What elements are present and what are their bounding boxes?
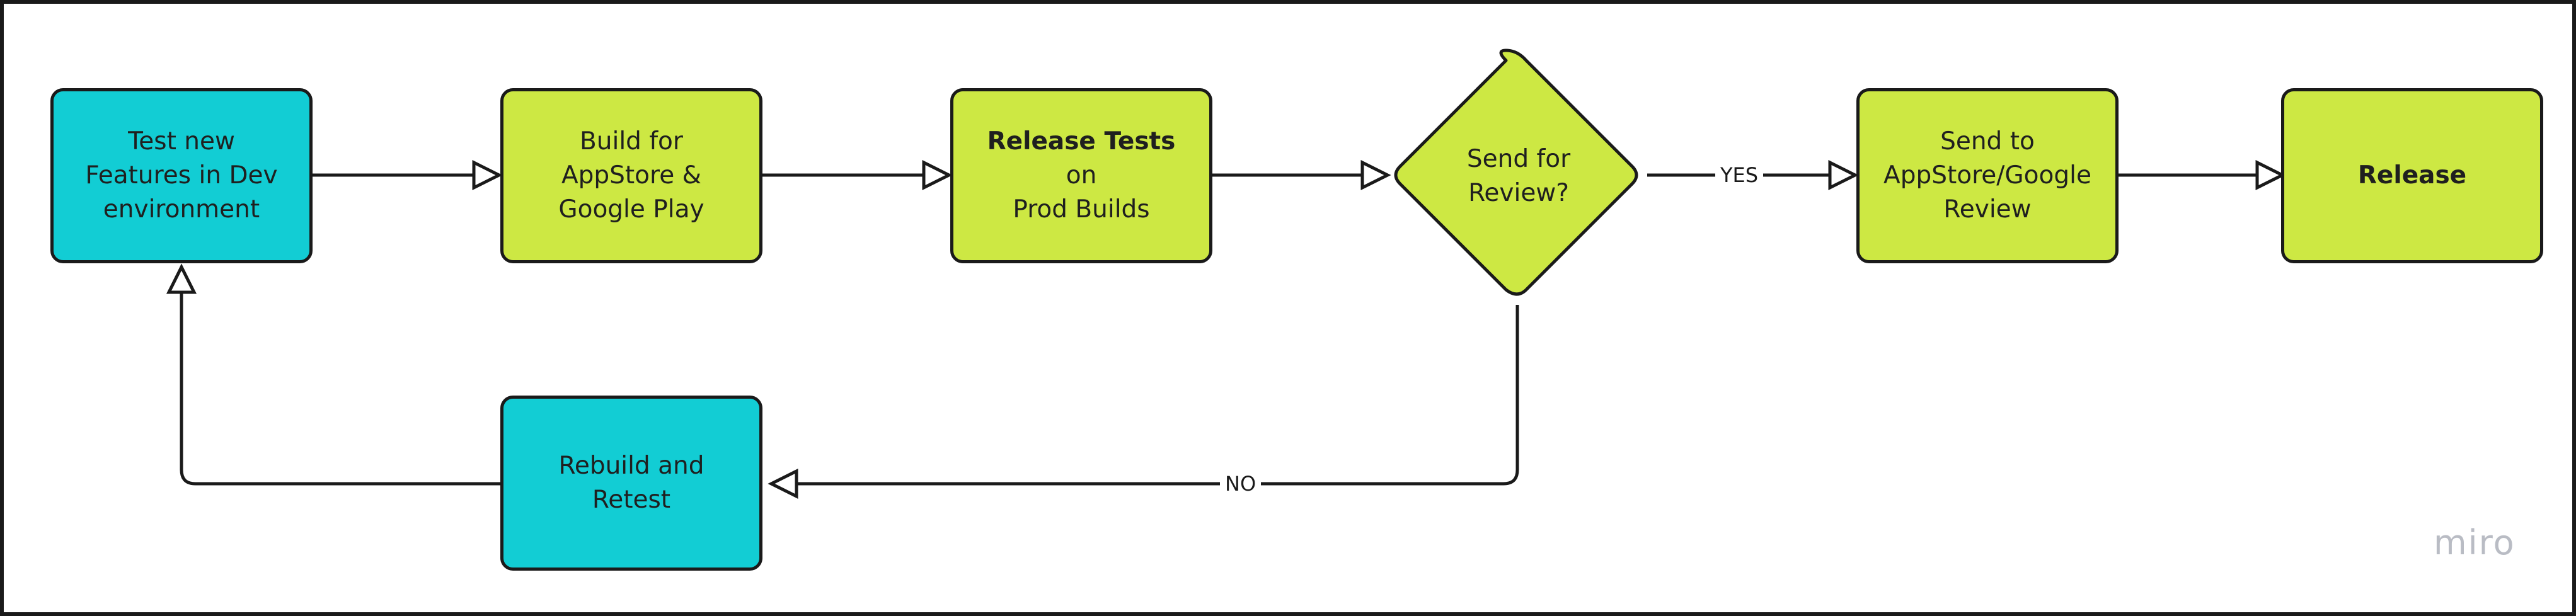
connector-no <box>796 305 1519 486</box>
arrowhead-decision <box>1360 159 1391 191</box>
node-line: Features in Dev <box>85 161 278 190</box>
node-line: Build for <box>580 127 683 156</box>
decision-send-for-review: Send for Review? <box>1394 88 1643 265</box>
node-line: Review <box>1943 195 2032 224</box>
node-test-new-features: Test new Features in Dev environment <box>50 88 313 263</box>
node-text: on <box>1066 161 1097 190</box>
node-line: Send for <box>1466 145 1571 173</box>
node-line: AppStore & <box>561 161 702 190</box>
node-release-tests: Release Tests on Prod Builds <box>950 88 1212 263</box>
arrowhead-release-tests <box>922 159 953 191</box>
node-line: Release <box>2357 161 2467 190</box>
edge-label-no: NO <box>1220 471 1262 496</box>
node-line: AppStore/Google <box>1883 161 2091 190</box>
node-build-for-stores: Build for AppStore & Google Play <box>500 88 762 263</box>
arrowhead-test-new <box>166 263 197 294</box>
node-rebuild-and-retest: Rebuild and Retest <box>500 396 762 571</box>
node-release: Release <box>2281 88 2543 263</box>
node-line: Release Tests on <box>969 125 1194 193</box>
connector-rebuild-to-test <box>180 292 502 486</box>
arrowhead-send-to <box>1828 159 1859 191</box>
node-line: Test new <box>128 127 235 156</box>
node-line: Send to <box>1940 127 2035 156</box>
node-line: environment <box>103 195 260 224</box>
edge-label-yes: YES <box>1715 163 1764 188</box>
node-line: Prod Builds <box>1013 195 1150 224</box>
arrowhead-rebuild <box>768 468 798 499</box>
node-line: Review? <box>1468 179 1569 207</box>
node-line: Retest <box>592 486 671 514</box>
miro-logo: miro <box>2434 523 2516 562</box>
arrowhead-build <box>472 159 503 191</box>
node-line: Rebuild and <box>558 452 704 480</box>
arrowhead-release <box>2255 159 2286 191</box>
node-bold-text: Release Tests <box>987 127 1176 156</box>
node-line: Google Play <box>558 195 704 224</box>
decision-diamond <box>1394 48 1638 296</box>
node-send-to-review: Send to AppStore/Google Review <box>1856 88 2119 263</box>
